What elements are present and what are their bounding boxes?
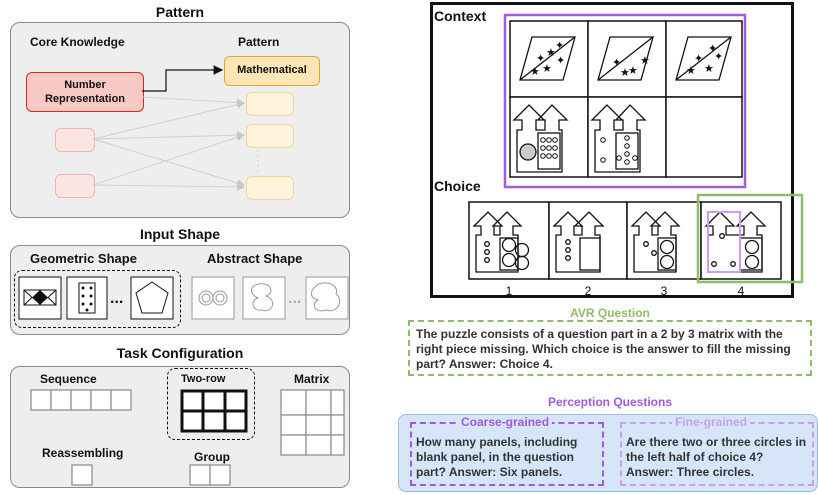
svg-text:★: ★ (686, 64, 696, 77)
svg-text:✦: ✦ (708, 42, 717, 55)
svg-text:★: ★ (704, 62, 714, 75)
svg-text:✦: ✦ (555, 39, 564, 52)
context-label: Context (434, 8, 487, 24)
faded-core-box-2 (55, 174, 95, 198)
puzzle-frame (430, 2, 794, 298)
svg-text:✦: ✦ (714, 50, 723, 63)
svg-text:✦: ✦ (556, 54, 565, 67)
svg-text:★: ★ (620, 66, 630, 79)
number-representation-label: Number Representation (44, 79, 126, 105)
coarse-grained-title: Coarse-grained (458, 415, 553, 429)
sequence-label: Sequence (40, 372, 97, 386)
svg-text:✦: ✦ (694, 52, 703, 65)
svg-text:✦: ✦ (536, 52, 545, 65)
coarse-grained-text: How many panels, including blank panel, … (416, 435, 578, 479)
input-shape-title: Input Shape (139, 226, 221, 242)
svg-text:★: ★ (640, 54, 650, 67)
group-label: Group (194, 450, 230, 464)
geometric-shape-label: Geometric Shape (30, 251, 137, 266)
two-row-label: Two-row (181, 373, 226, 385)
choice-number-4[interactable]: 4 (737, 284, 745, 298)
task-config-title: Task Configuration (116, 345, 244, 361)
arrow-number-to-math (142, 65, 224, 92)
faded-pattern-box-2 (246, 124, 294, 148)
faded-pattern-box-3 (246, 176, 294, 200)
number-representation-box: Number Representation (26, 72, 144, 112)
geometric-dashed-frame (14, 270, 181, 328)
avr-title: AVR Question (570, 306, 650, 320)
fine-grained-title: Fine-grained (672, 415, 751, 429)
svg-text:★: ★ (530, 65, 540, 78)
abstract-shape-label: Abstract Shape (207, 251, 303, 266)
choice-number-1[interactable]: 1 (505, 284, 513, 298)
geometric-ellipsis: ... (110, 290, 124, 307)
matrix-label: Matrix (294, 372, 330, 386)
avr-question-box: The puzzle consists of a question part i… (408, 320, 812, 376)
two-row-dashed-frame (167, 368, 255, 440)
mathematical-box: Mathematical (224, 56, 320, 86)
svg-text:★: ★ (546, 46, 556, 59)
faded-pattern-box-1 (246, 92, 294, 116)
pattern-title: Pattern (155, 4, 205, 20)
choice-label: Choice (434, 178, 481, 194)
core-knowledge-header: Core Knowledge (30, 35, 125, 49)
svg-text:★: ★ (628, 64, 638, 77)
choice-number-2[interactable]: 2 (584, 284, 592, 298)
faded-core-box-1 (55, 128, 95, 152)
fine-grained-text: Are there two or three circles in the le… (626, 435, 807, 479)
perception-title: Perception Questions (547, 395, 673, 409)
svg-text:✦: ✦ (612, 56, 621, 69)
abstract-ellipsis: ... (288, 290, 302, 307)
choice-number-3[interactable]: 3 (660, 284, 668, 298)
reassembling-label: Reassembling (42, 446, 124, 460)
mathematical-label: Mathematical (237, 64, 307, 76)
svg-text:★: ★ (542, 62, 552, 75)
pattern-header: Pattern (238, 35, 280, 49)
avr-question-text: The puzzle consists of a question part i… (416, 327, 791, 371)
